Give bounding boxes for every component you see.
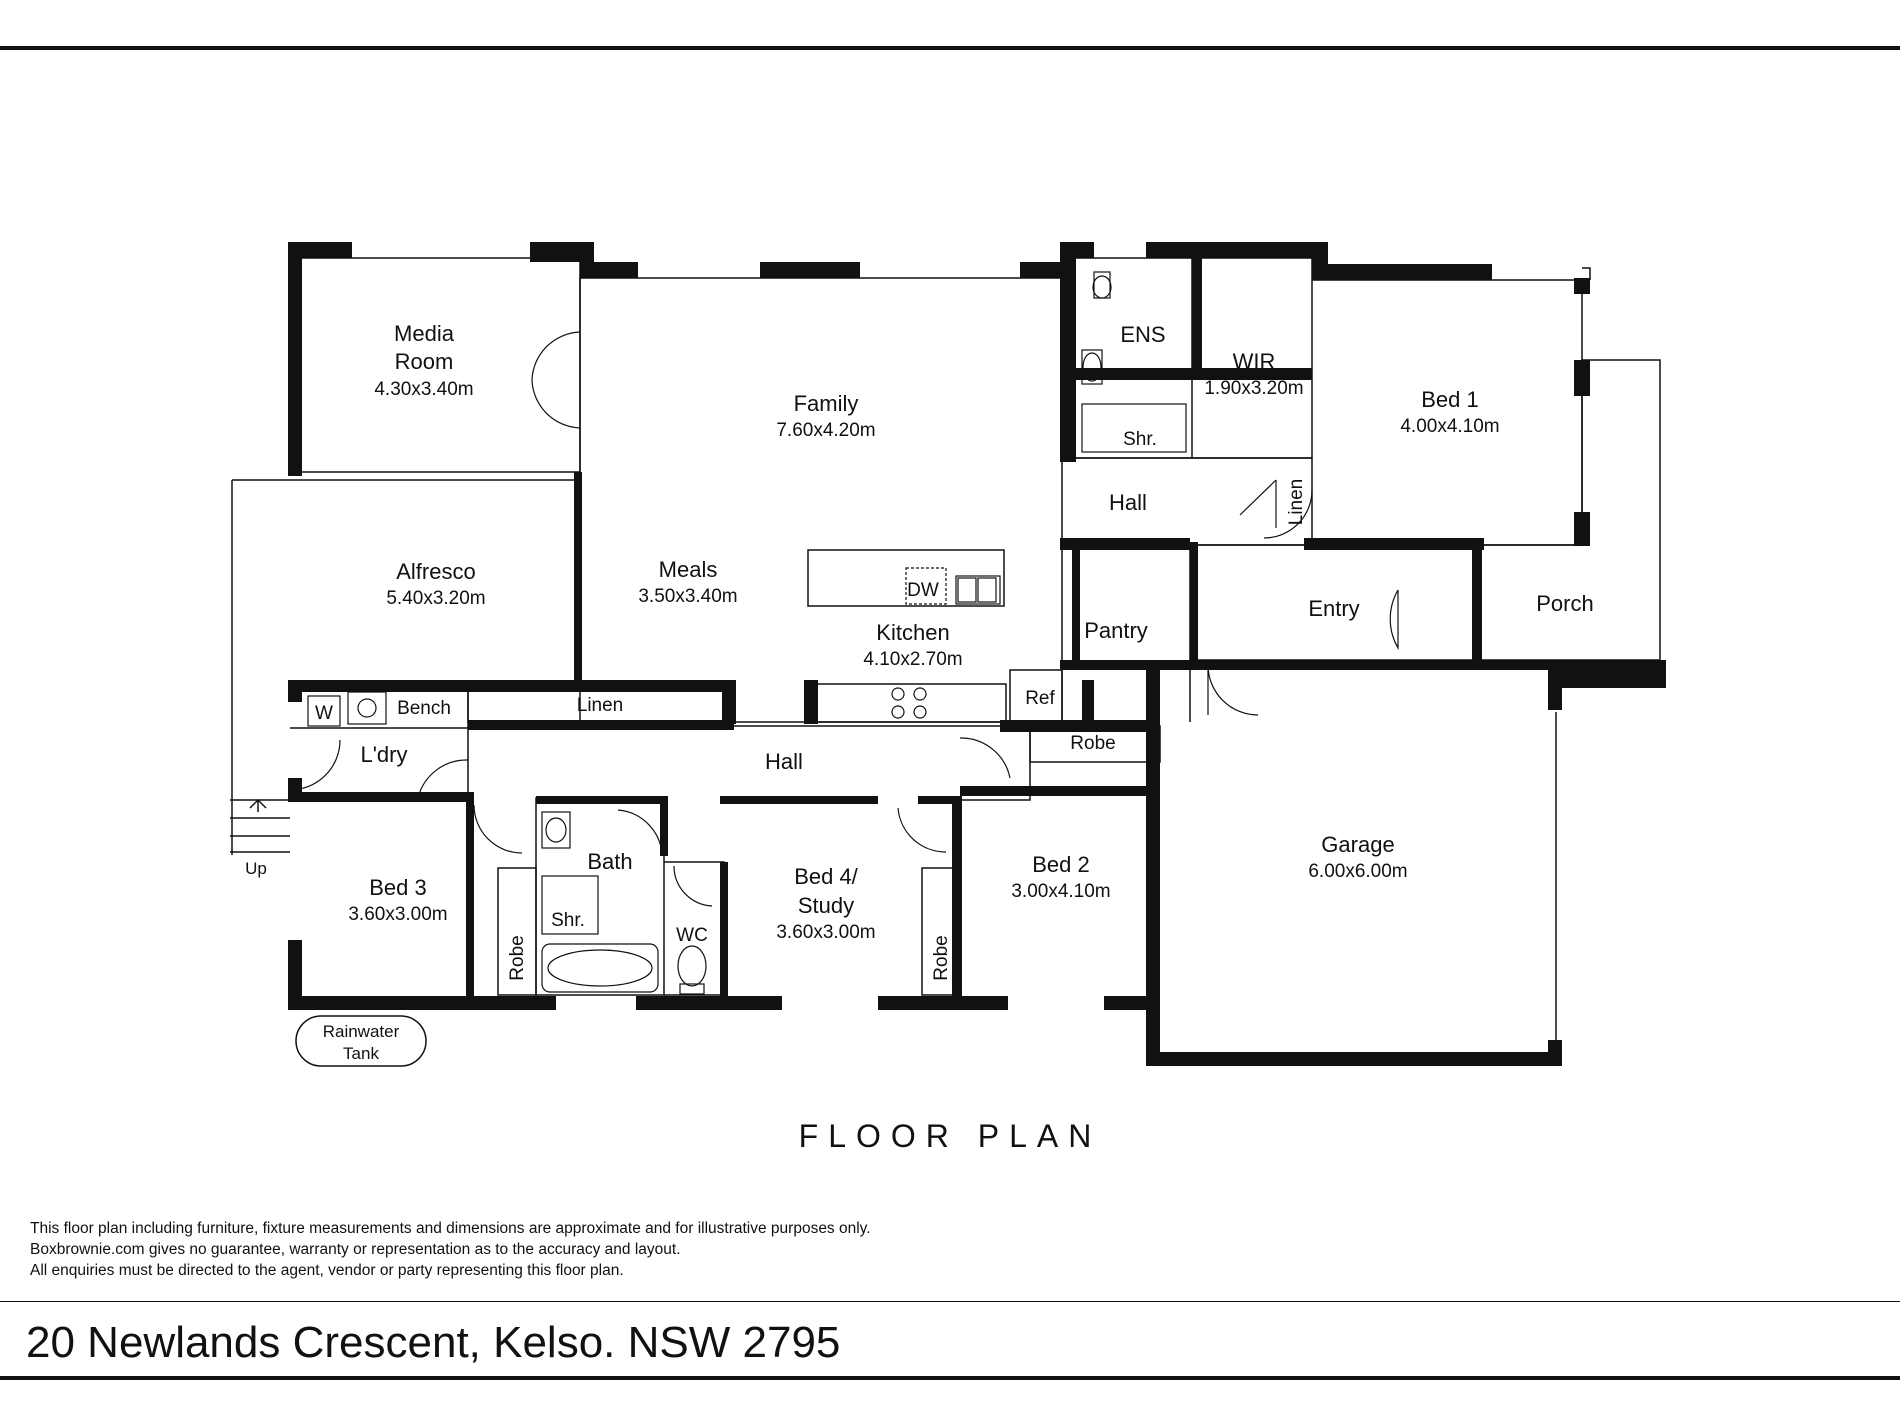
label-laundry: L'dry xyxy=(361,742,408,767)
steps xyxy=(230,799,290,853)
label-entry: Entry xyxy=(1308,596,1359,621)
label-fridge: Ref xyxy=(1025,688,1055,709)
room-name-bed2: Bed 2 xyxy=(1032,852,1090,877)
label-bed2-robe: Robe xyxy=(1070,733,1115,754)
label-upper-linen: Linen xyxy=(1286,479,1307,526)
label-wc: WC xyxy=(676,925,708,946)
label-bath-shower: Shr. xyxy=(551,910,585,931)
lower-hall-outline xyxy=(468,725,1031,801)
room-dims-garage: 6.00x6.00m xyxy=(1308,861,1407,882)
fixtures xyxy=(307,271,1187,995)
room-dims-wir: 1.90x3.20m xyxy=(1204,378,1303,399)
plan-title: FLOOR PLAN xyxy=(798,1118,1102,1154)
room-name-garage: Garage xyxy=(1321,832,1394,857)
bed3-robe-outline xyxy=(497,867,537,996)
disclaimer: This floor plan including furniture, fix… xyxy=(30,1218,871,1281)
room-dims-bed4: 3.60x3.00m xyxy=(776,922,875,943)
label-tank-line2: Tank xyxy=(343,1044,379,1063)
kitchen-bench xyxy=(805,683,1007,723)
exterior-walls xyxy=(288,242,1666,1066)
address-top-rule xyxy=(0,1301,1900,1302)
label-upper-hall: Hall xyxy=(1109,490,1147,515)
room-name-alfresco: Alfresco xyxy=(396,559,475,584)
label-lower-linen: Linen xyxy=(577,695,624,716)
label-washer: W xyxy=(315,703,333,724)
label-bed3-robe: Robe xyxy=(507,935,528,980)
room-name-family: Family xyxy=(794,391,859,416)
room-dims-kitchen: 4.10x2.70m xyxy=(863,649,962,670)
label-tank-line1: Rainwater xyxy=(323,1022,400,1041)
disclaimer-line: All enquiries must be directed to the ag… xyxy=(30,1262,624,1279)
room-name-bed3: Bed 3 xyxy=(369,875,427,900)
room-name-bed1: Bed 1 xyxy=(1421,387,1479,412)
disclaimer-line: Boxbrownie.com gives no guarantee, warra… xyxy=(30,1241,681,1258)
kitchen-island xyxy=(807,549,1005,607)
room-name-kitchen: Kitchen xyxy=(876,620,949,645)
room-dims-family: 7.60x4.20m xyxy=(776,420,875,441)
label-porch: Porch xyxy=(1536,591,1593,616)
room-name-ens: ENS xyxy=(1120,322,1165,347)
room-name-wir: WIR xyxy=(1233,349,1276,374)
label-pantry: Pantry xyxy=(1084,618,1148,643)
property-address: 20 Newlands Crescent, Kelso. NSW 2795 xyxy=(26,1318,841,1367)
label-lower-hall: Hall xyxy=(765,749,803,774)
room-dims-meals: 3.50x3.40m xyxy=(638,586,737,607)
top-rule xyxy=(0,46,1900,50)
ens-outline xyxy=(1072,257,1193,459)
bottom-rule xyxy=(0,1376,1900,1380)
door-swings xyxy=(289,331,1399,907)
label-bench: Bench xyxy=(397,698,451,719)
label-ens-shower: Shr. xyxy=(1123,429,1157,450)
label-bed4-robe: Robe xyxy=(931,935,952,980)
disclaimer-line: This floor plan including furniture, fix… xyxy=(30,1220,871,1237)
label-dishwasher: DW xyxy=(907,580,939,601)
room-name-bed4: Bed 4/Study xyxy=(794,864,858,918)
room-dims-bed3: 3.60x3.00m xyxy=(348,904,447,925)
bath-outline xyxy=(535,797,665,996)
room-name-meals: Meals xyxy=(659,557,718,582)
room-dims-media: 4.30x3.40m xyxy=(374,379,473,400)
room-dims-bed2: 3.00x4.10m xyxy=(1011,881,1110,902)
room-dims-bed1: 4.00x4.10m xyxy=(1400,416,1499,437)
room-dims-alfresco: 5.40x3.20m xyxy=(386,588,485,609)
label-bath: Bath xyxy=(587,849,632,874)
label-up: Up xyxy=(245,859,267,878)
rainwater-tank xyxy=(295,1015,427,1067)
family-outline xyxy=(579,277,1063,723)
bed1-outline xyxy=(1312,279,1583,546)
